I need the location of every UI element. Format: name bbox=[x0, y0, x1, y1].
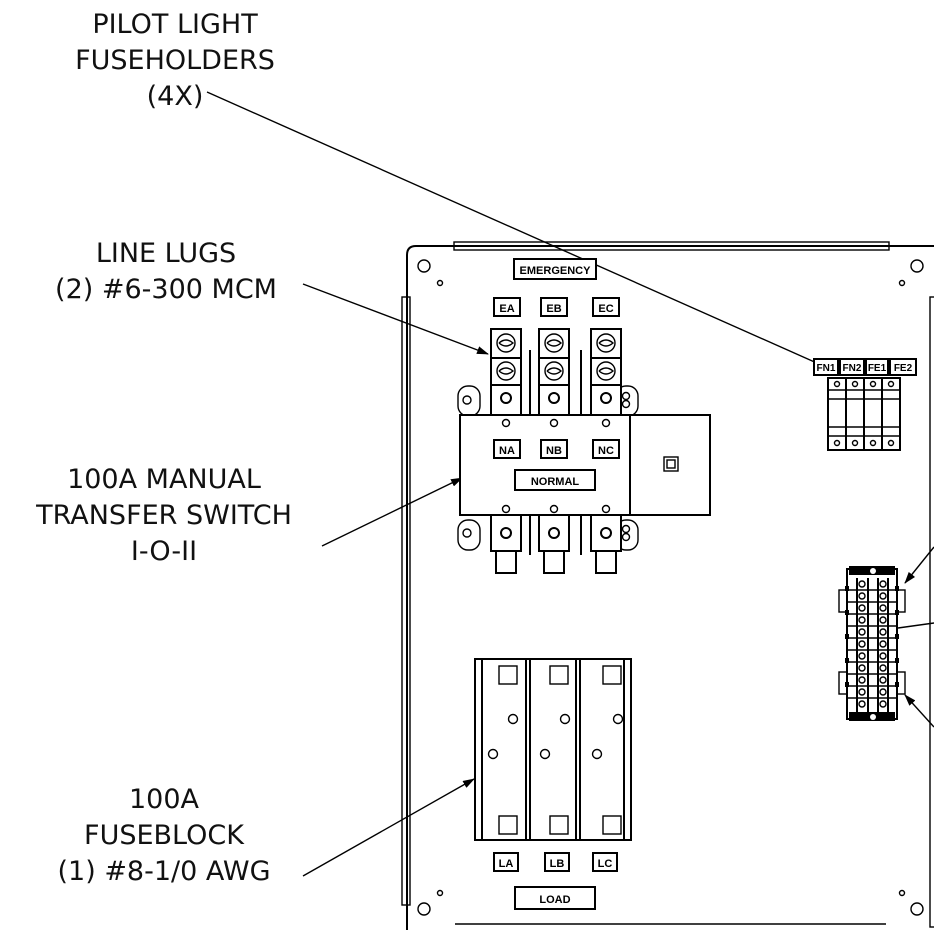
panel-left-flange bbox=[401, 296, 411, 906]
terminal-block bbox=[838, 566, 906, 721]
mount-hole-br-small bbox=[898, 889, 906, 897]
emergency-label: EMERGENCY bbox=[520, 265, 592, 277]
phase-label-ec: EC bbox=[598, 303, 613, 315]
leader-terminal-block-bottom bbox=[904, 694, 934, 728]
phase-label-ea: EA bbox=[499, 303, 514, 315]
callout-fuseblock-line-1: 100A bbox=[129, 784, 200, 815]
mount-hole-tr bbox=[910, 259, 924, 273]
transfer-switch: NA NB NC NORMAL bbox=[457, 328, 711, 574]
mount-hole-tl bbox=[417, 259, 431, 273]
normal-label: NORMAL bbox=[531, 476, 580, 488]
load-phase-labels: LA LB LC bbox=[493, 852, 618, 872]
lower-pole-a bbox=[490, 514, 522, 574]
callout-lugs-line-1: LINE LUGS bbox=[96, 238, 236, 269]
callout-pilot-line-2: FUSEHOLDERS bbox=[75, 45, 275, 76]
pilot-light-fuseholders: FN1 FN2 FE1 FE2 bbox=[813, 358, 917, 451]
fuse-carrier-b bbox=[529, 658, 577, 841]
leader-fuseblock bbox=[302, 778, 475, 877]
load-label-plate: LOAD bbox=[514, 886, 596, 910]
fuseblock bbox=[474, 658, 632, 841]
callout-pilot-line-1: PILOT LIGHT bbox=[92, 9, 258, 40]
phase-label-nc: NC bbox=[598, 445, 614, 457]
phase-label-lb: LB bbox=[550, 858, 565, 870]
callout-pilot-light-fuseholders: PILOT LIGHT FUSEHOLDERS (4X) bbox=[75, 9, 275, 112]
callout-fuseblock: 100A FUSEBLOCK (1) #8-1/0 AWG bbox=[57, 784, 270, 887]
phase-label-lc: LC bbox=[598, 858, 613, 870]
callout-line-lugs: LINE LUGS (2) #6-300 MCM bbox=[55, 238, 277, 305]
fuse-carrier-c bbox=[579, 658, 625, 841]
leader-pilot-fuseholders bbox=[206, 91, 829, 369]
normal-label-plate bbox=[514, 469, 596, 491]
leader-terminal-block-top bbox=[904, 546, 934, 584]
fuse-label-fe1: FE1 bbox=[868, 363, 887, 374]
callout-pilot-line-3: (4X) bbox=[147, 81, 204, 112]
line-lug-screw bbox=[544, 361, 564, 381]
fuse-carrier-a bbox=[481, 658, 527, 841]
callout-fuseblock-line-2: FUSEBLOCK bbox=[84, 820, 245, 851]
lower-pole-b bbox=[538, 514, 570, 574]
phase-label-la: LA bbox=[499, 858, 514, 870]
lower-pole-c bbox=[590, 514, 622, 574]
panel-top-flange bbox=[453, 241, 890, 251]
line-lug-screw bbox=[496, 361, 516, 381]
panel-right-flange bbox=[929, 296, 934, 928]
callout-transfer-line-3: I-O-II bbox=[131, 536, 197, 567]
switch-ear-bl bbox=[457, 519, 481, 551]
emergency-label-plate: EMERGENCY bbox=[513, 258, 597, 280]
mount-hole-bl bbox=[417, 902, 431, 916]
load-label: LOAD bbox=[539, 894, 570, 906]
panel-edge bbox=[406, 245, 934, 930]
line-lug-screw bbox=[596, 333, 616, 353]
phase-label-na: NA bbox=[499, 445, 515, 457]
callout-fuseblock-line-3: (1) #8-1/0 AWG bbox=[57, 856, 270, 887]
mount-hole-tr-small bbox=[898, 279, 906, 287]
phase-label-eb: EB bbox=[546, 303, 561, 315]
callout-transfer-line-1: 100A MANUAL bbox=[67, 464, 261, 495]
upper-pole-a bbox=[490, 328, 522, 416]
fuse-label-fn2: FN2 bbox=[843, 363, 862, 374]
emergency-phase-labels: EA EB EC bbox=[493, 297, 620, 317]
handle-shaft bbox=[663, 456, 679, 472]
mount-hole-br bbox=[910, 902, 924, 916]
callout-manual-transfer-switch: 100A MANUAL TRANSFER SWITCH I-O-II bbox=[35, 464, 292, 567]
line-lug-screw bbox=[596, 361, 616, 381]
leader-lines bbox=[206, 91, 934, 877]
mount-hole-tl-small bbox=[436, 279, 444, 287]
leader-line-lugs bbox=[302, 283, 489, 355]
fuse-label-fn1: FN1 bbox=[817, 363, 836, 374]
phase-label-nb: NB bbox=[546, 445, 562, 457]
switch-ear-tl bbox=[457, 385, 481, 417]
callout-transfer-line-2: TRANSFER SWITCH bbox=[35, 500, 292, 531]
fuse-label-fe2: FE2 bbox=[894, 363, 913, 374]
mount-hole-bl-small bbox=[436, 889, 444, 897]
line-lug-screw bbox=[496, 333, 516, 353]
leader-transfer-switch bbox=[321, 477, 463, 547]
terminal-block-body bbox=[846, 568, 898, 720]
callout-lugs-line-2: (2) #6-300 MCM bbox=[55, 274, 277, 305]
upper-pole-b bbox=[538, 328, 570, 416]
line-lug-screw bbox=[544, 333, 564, 353]
terminal-rows bbox=[847, 580, 897, 708]
upper-pole-c bbox=[590, 328, 622, 416]
leader-terminal-block-mid bbox=[897, 622, 934, 629]
back-panel bbox=[401, 241, 934, 930]
